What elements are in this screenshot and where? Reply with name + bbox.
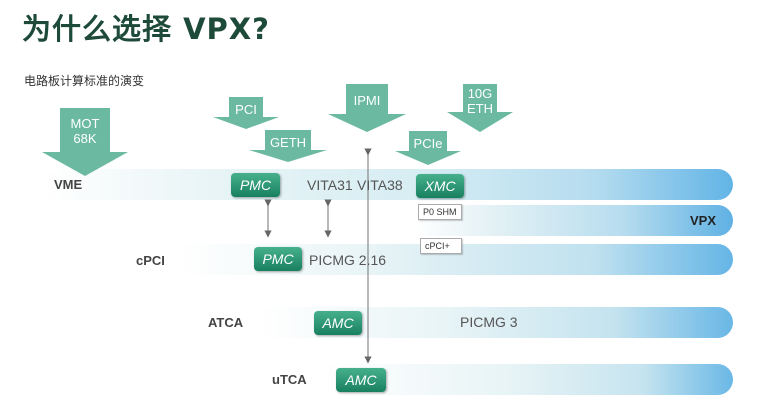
vita38-label: VITA38: [357, 177, 403, 193]
ipmi-text: IPMI: [353, 93, 381, 108]
pci-text: PCI: [235, 102, 257, 117]
xmc-module-vme: XMC: [416, 174, 464, 198]
p0-shm-tag: P0 SHM: [418, 204, 462, 220]
ipmi-arrow: IPMI: [328, 84, 406, 132]
mot68k-text: MOT 68K: [70, 116, 100, 146]
page-subtitle: 电路板计算标准的演变: [24, 74, 145, 88]
geth-arrow: GETH: [249, 130, 327, 162]
pci-arrow: PCI: [213, 97, 279, 129]
vita31-label: VITA31: [307, 177, 353, 193]
atca-label: ATCA: [208, 315, 244, 330]
pmc-module-cpci: PMC: [254, 247, 302, 271]
geth-text: GETH: [269, 135, 307, 150]
10g-eth-text: 10G ETH: [467, 86, 493, 116]
10g-eth-arrow: 10G ETH: [447, 84, 513, 132]
pmc-module-vme: PMC: [231, 173, 280, 197]
picmg216-label: PICMG 2.16: [309, 252, 387, 268]
utca-bar: [322, 364, 733, 395]
vme-bar: [44, 169, 733, 200]
vme-label: VME: [54, 177, 83, 192]
pcie-arrow: PCIe: [395, 131, 461, 165]
utca-label: uTCA: [272, 372, 307, 387]
amc-module-atca: AMC: [314, 311, 362, 335]
page-title: 为什么选择 VPX?: [22, 12, 270, 46]
amc-module-utca: AMC: [336, 368, 386, 392]
cpci-plus-tag: cPCI+: [420, 238, 462, 254]
vpx-bar: [414, 205, 733, 236]
vpx-label: VPX: [690, 213, 717, 228]
picmg3-label: PICMG 3: [460, 314, 518, 330]
pcie-text: PCIe: [413, 136, 443, 151]
cpci-label: cPCI: [136, 253, 165, 268]
mot68k-arrow: MOT 68K: [42, 108, 128, 176]
